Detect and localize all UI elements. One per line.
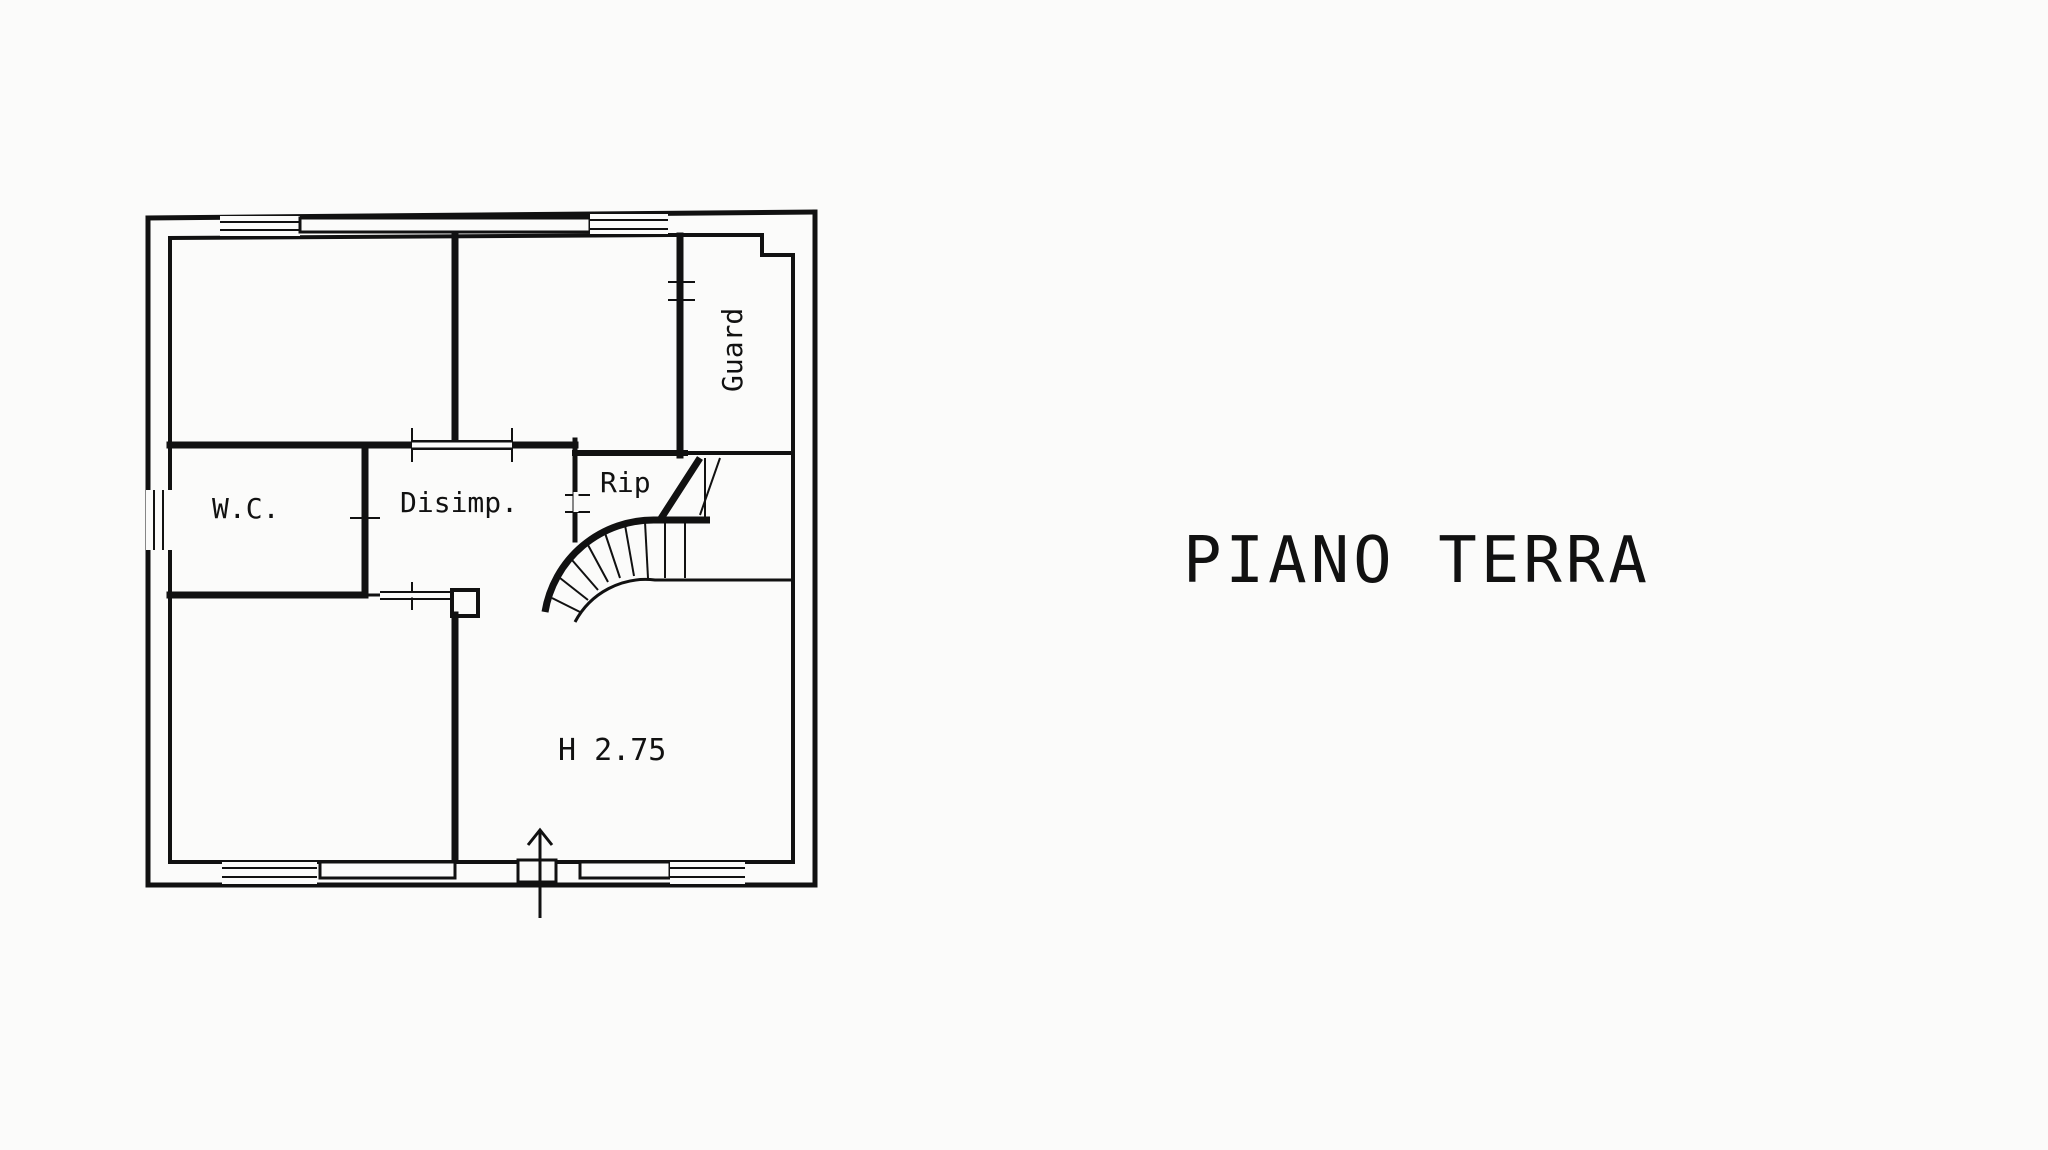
room-label-guard: Guard <box>716 308 749 392</box>
room-label-disimp: Disimp. <box>400 486 518 519</box>
room-label-rip: Rip <box>600 466 651 499</box>
entry-arrow-icon <box>526 827 554 918</box>
windows-north <box>220 214 668 236</box>
interior-walls <box>166 232 795 862</box>
page-title: PIANO TERRA <box>1183 524 1651 598</box>
window-west <box>146 490 172 550</box>
inner-wall-north <box>167 232 673 241</box>
spiral-staircase <box>541 456 793 623</box>
room-label-wc: W.C. <box>212 492 279 525</box>
door-marks <box>350 281 695 610</box>
outer-walls <box>145 209 818 888</box>
windows-south <box>222 858 745 884</box>
ceiling-height-label: H 2.75 <box>558 733 666 768</box>
